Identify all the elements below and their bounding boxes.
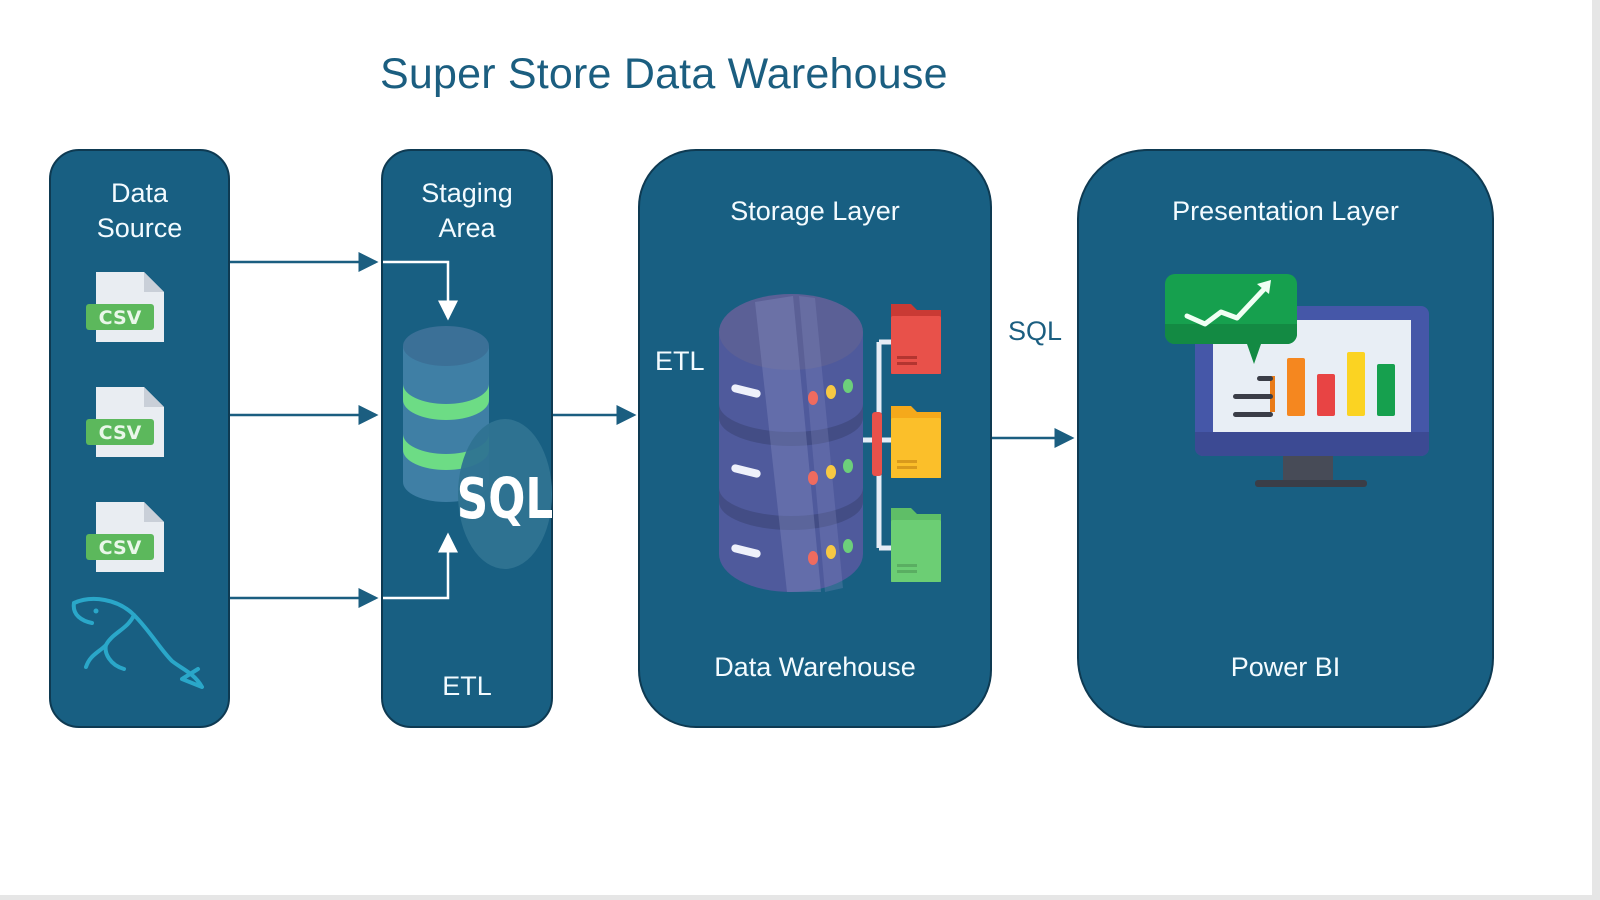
staging-database-icon: SQL	[403, 326, 553, 569]
sql-flow-label: SQL	[1008, 316, 1063, 346]
data-warehouse-label: Data Warehouse	[714, 652, 916, 682]
data-warehouse-database-icon	[719, 294, 941, 592]
folder-red-icon	[891, 304, 941, 374]
arrow-staging-inner-bottom	[383, 532, 458, 600]
staging-footer-etl: ETL	[442, 671, 492, 701]
dashboard-monitor-icon	[1165, 274, 1429, 487]
csv-label: CSV	[99, 537, 142, 559]
folder-green-icon	[891, 508, 941, 582]
power-bi-label: Power BI	[1230, 652, 1341, 682]
staging-area-title: Staging Area	[383, 176, 551, 246]
folder-yellow-icon	[891, 406, 941, 478]
storage-layer-title: Storage Layer	[730, 196, 900, 226]
arrow-staging-inner-top	[383, 260, 458, 321]
data-source-title-line1: Data	[110, 178, 169, 208]
sql-badge	[458, 419, 552, 569]
csv-label: CSV	[99, 422, 142, 444]
sql-badge-label: SQL	[457, 466, 553, 532]
diagram-title: Super Store Data Warehouse	[380, 50, 948, 98]
status-lights	[808, 379, 853, 565]
csv-label: CSV	[99, 307, 142, 329]
presentation-layer-title: Presentation Layer	[1172, 196, 1399, 226]
csv-file-icon: CSV	[86, 387, 164, 457]
staging-title-line2: Area	[438, 213, 496, 243]
data-source-title-line2: Source	[96, 213, 183, 243]
csv-file-icon: CSV	[86, 272, 164, 342]
etl-flow-label: ETL	[655, 346, 705, 376]
bar-chart-bars	[1287, 352, 1395, 416]
csv-file-icon: CSV	[86, 502, 164, 572]
data-source-title: Data Source	[51, 176, 228, 246]
staging-title-line1: Staging	[421, 178, 513, 208]
mysql-dolphin-icon	[71, 597, 204, 689]
trend-callout	[1165, 274, 1297, 364]
